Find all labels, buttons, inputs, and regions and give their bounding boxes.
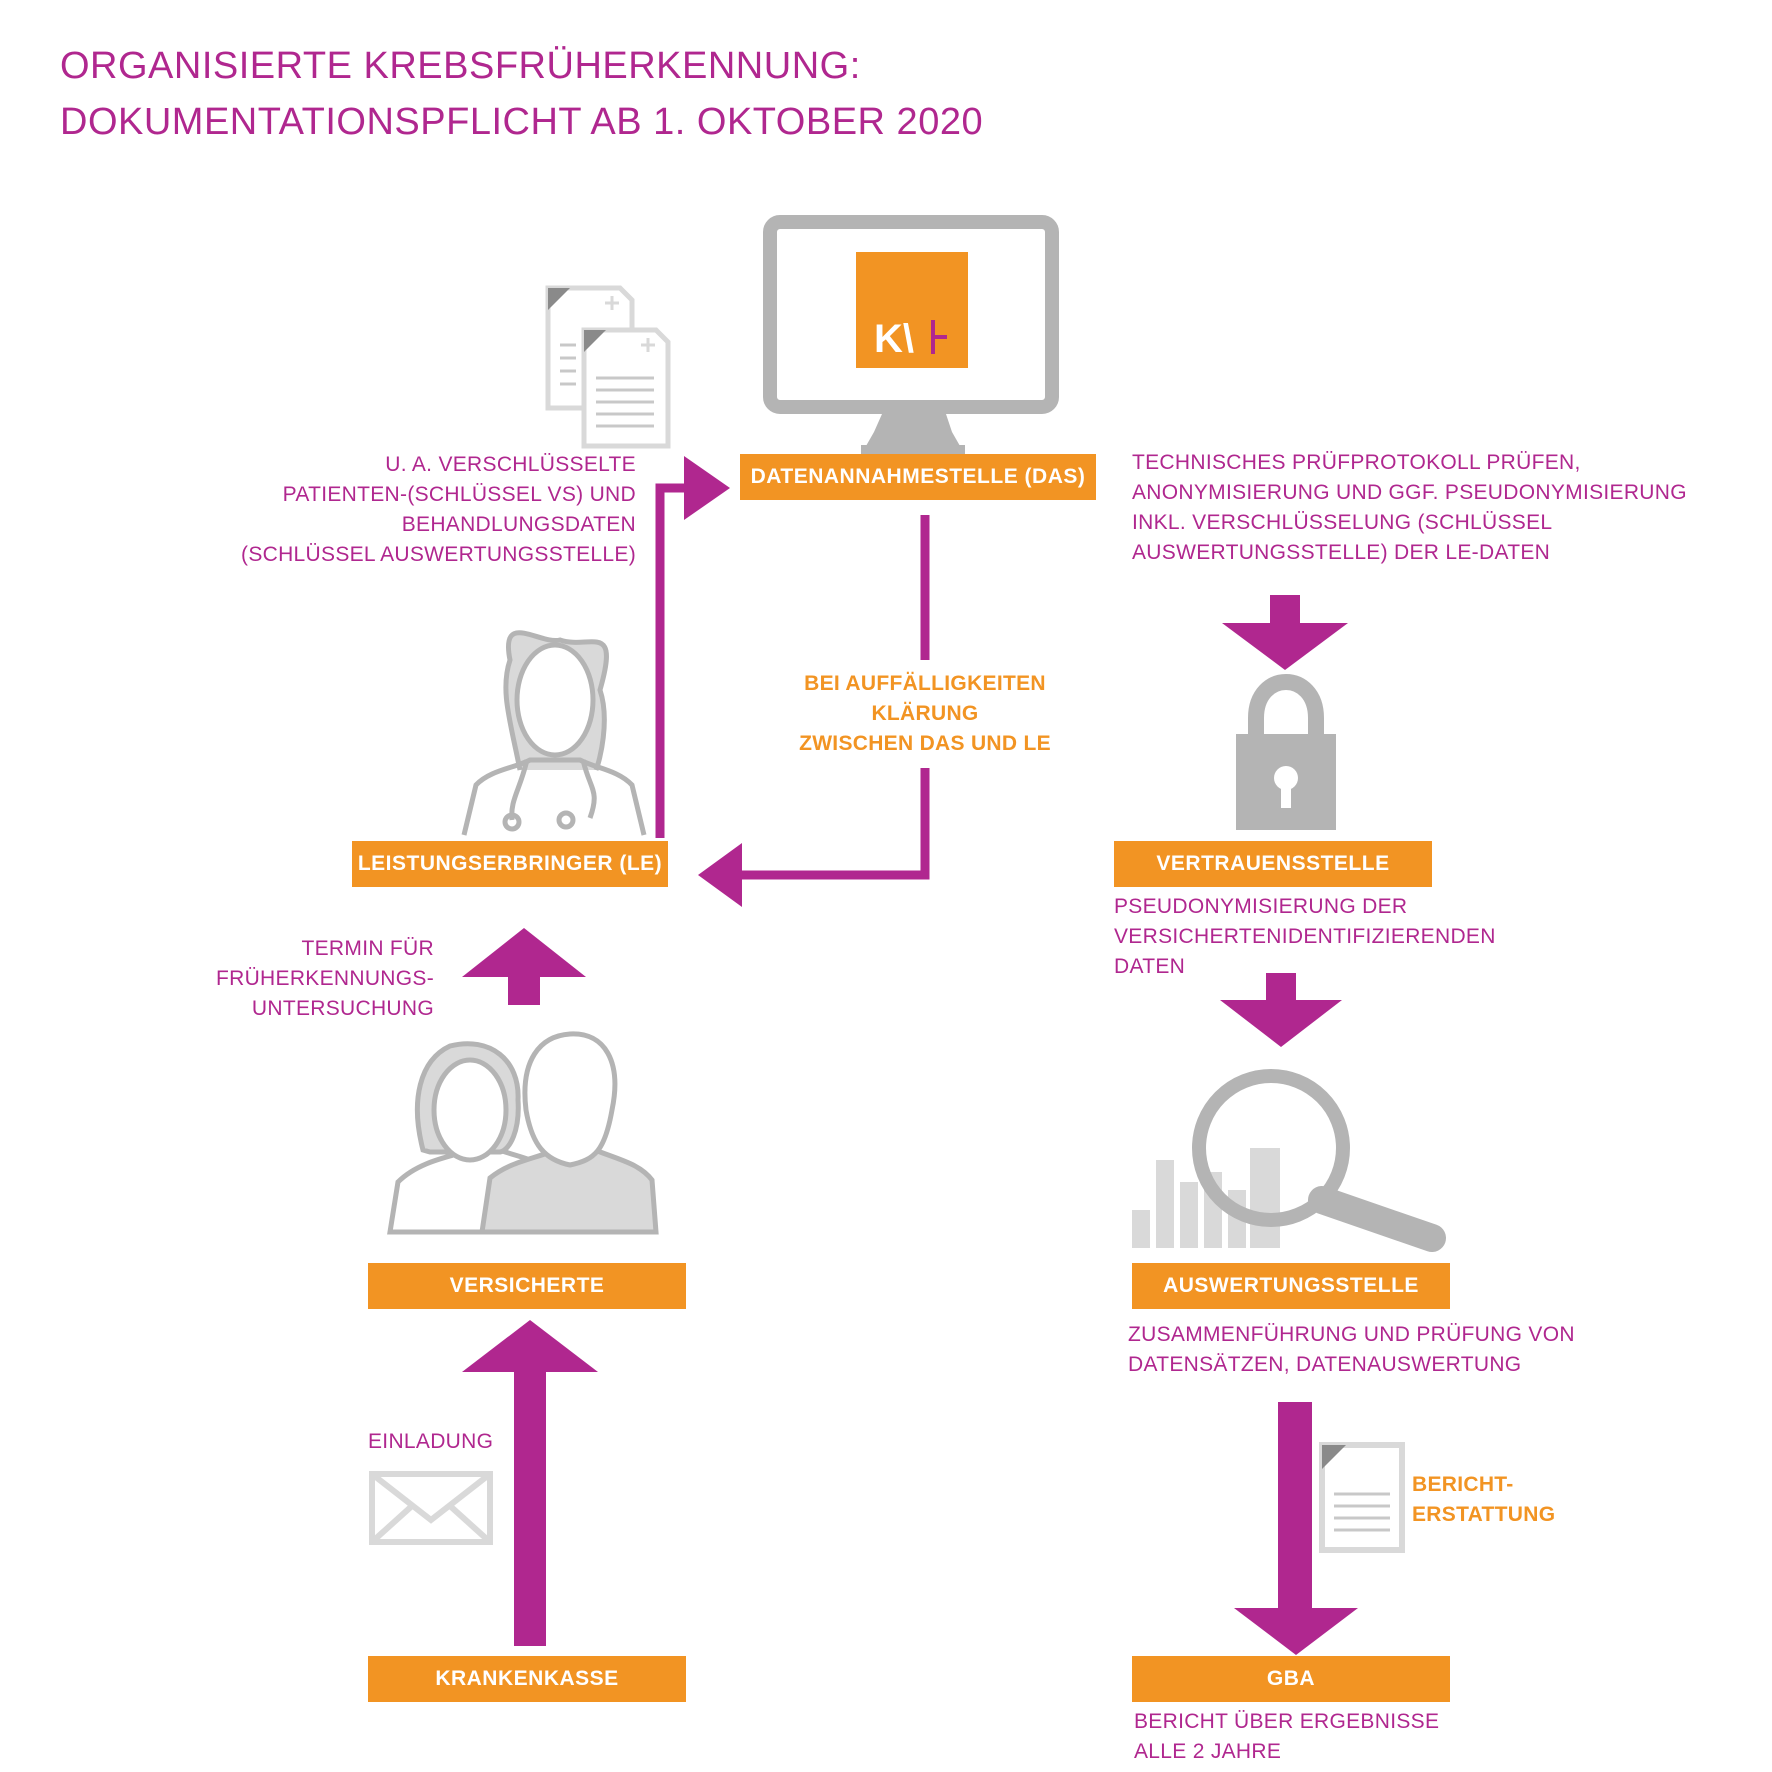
box-versicherte: VERSICHERTE xyxy=(368,1263,686,1309)
note-das-to-le: BEI AUFFÄLLIGKEITEN KLÄRUNG ZWISCHEN DAS… xyxy=(799,672,1051,755)
lock-icon xyxy=(1236,674,1336,830)
title-line-1: ORGANISIERTE KREBSFRÜHERKENNUNG: xyxy=(60,45,861,87)
page-title: ORGANISIERTE KREBSFRÜHERKENNUNG: DOKUMEN… xyxy=(60,38,983,150)
note-das-process: TECHNISCHES PRÜFPROTOKOLL PRÜFEN, ANONYM… xyxy=(1132,451,1687,564)
note-termin: TERMIN FÜR FRÜHERKENNUNGS- UNTERSUCHUNG xyxy=(215,937,434,1020)
magnifier-chart-icon xyxy=(1132,1069,1446,1252)
report-icon xyxy=(1319,1442,1405,1553)
note-le-to-das: U. A. VERSCHLÜSSELTE PATIENTEN-(SCHLÜSSE… xyxy=(241,453,636,566)
arrow-einladung xyxy=(462,1320,598,1646)
envelope-icon xyxy=(369,1471,493,1545)
box-datenannahmestelle: DATENANNAHMESTELLE (DAS) xyxy=(740,454,1096,500)
monitor-icon: K\ xyxy=(763,215,1059,454)
arrow-termin xyxy=(462,928,586,1005)
title-line-2: DOKUMENTATIONSPFLICHT AB 1. OKTOBER 2020 xyxy=(60,101,984,143)
note-bericht: BERICHT- ERSTATTUNG xyxy=(1412,1473,1556,1526)
arrow-down-3 xyxy=(1234,1402,1358,1655)
arrow-le-to-das xyxy=(655,456,730,838)
box-auswertungsstelle: AUSWERTUNGSSTELLE xyxy=(1132,1263,1450,1309)
box-krankenkasse: KRANKENKASSE xyxy=(368,1656,686,1702)
box-leistungserbringer: LEISTUNGSERBRINGER (LE) xyxy=(352,841,668,887)
logo-text-left: K\ xyxy=(874,317,914,361)
arrow-down-2 xyxy=(1220,973,1342,1047)
documents-icon xyxy=(545,285,671,449)
box-gba: GBA xyxy=(1132,1656,1450,1702)
doctor-icon xyxy=(461,630,647,836)
note-auswertungsstelle: ZUSAMMENFÜHRUNG UND PRÜFUNG VON DATENSÄT… xyxy=(1128,1323,1575,1376)
logo-icon xyxy=(856,252,968,368)
arrow-das-to-le xyxy=(698,515,930,907)
note-einladung: EINLADUNG xyxy=(368,1430,494,1453)
note-vertrauensstelle: PSEUDONYMISIERUNG DER VERSICHERTENIDENTI… xyxy=(1114,895,1496,978)
note-gba: BERICHT ÜBER ERGEBNISSE ALLE 2 JAHRE xyxy=(1134,1710,1440,1763)
people-icon xyxy=(387,1031,659,1235)
arrow-down-1 xyxy=(1222,595,1348,670)
box-vertrauensstelle: VERTRAUENSSTELLE xyxy=(1114,841,1432,887)
